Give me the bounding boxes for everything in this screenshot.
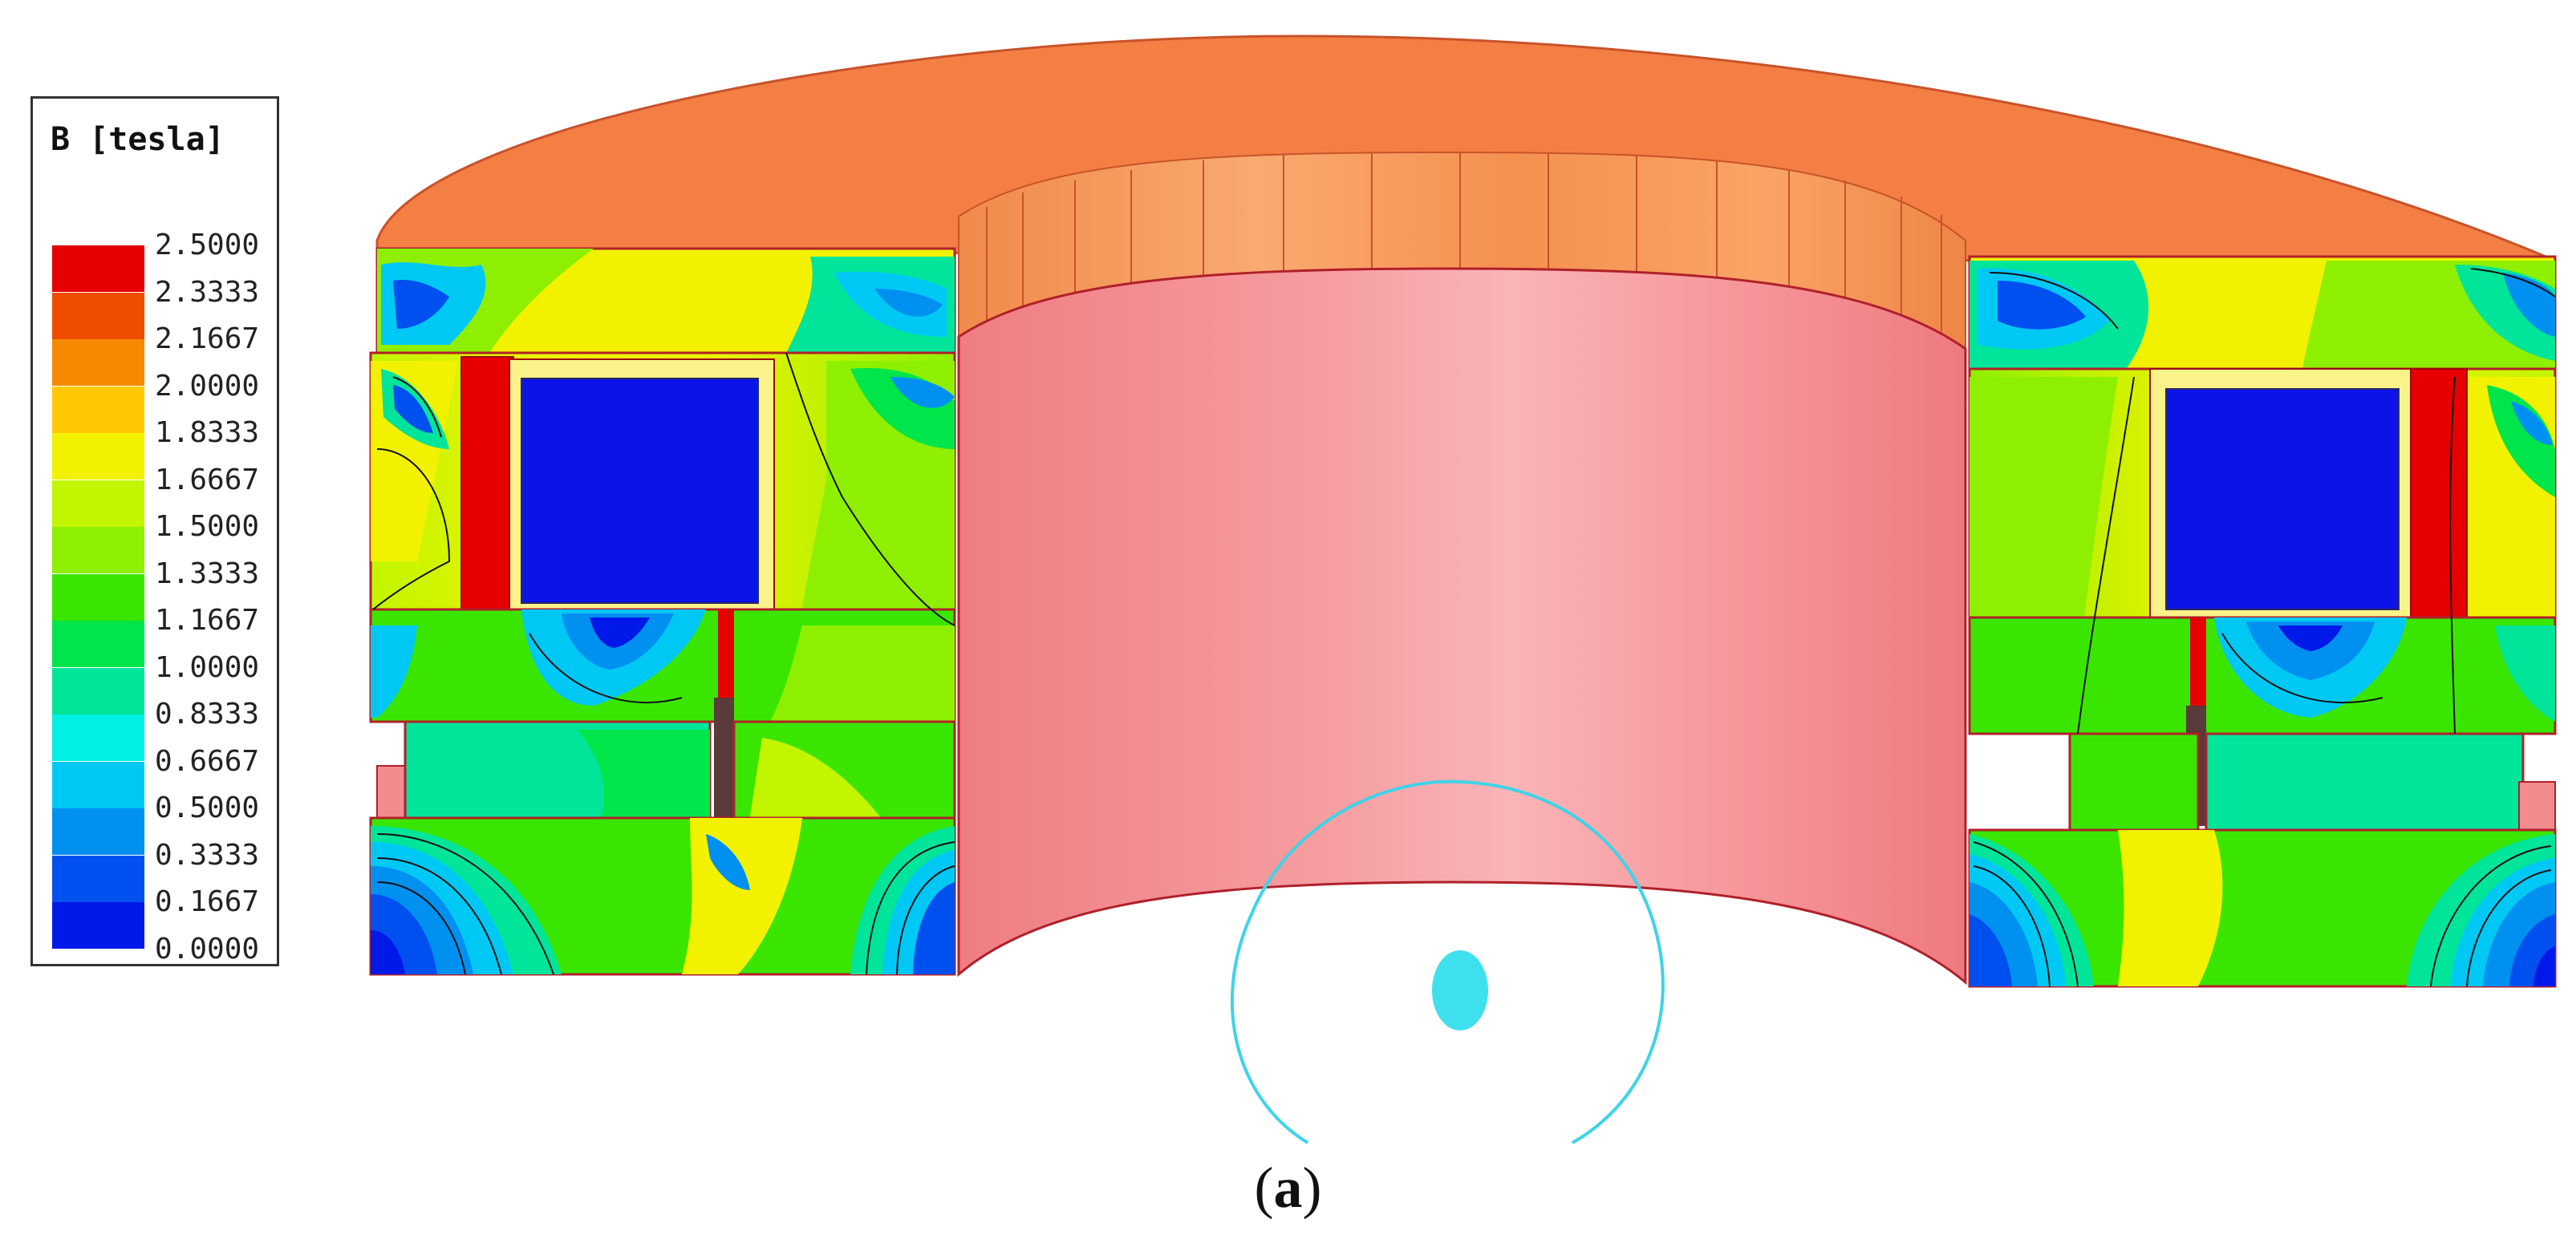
legend-swatch	[52, 573, 144, 621]
ring-segment-lines	[986, 152, 1942, 337]
legend-label: 1.1667	[155, 604, 260, 637]
legend-swatch	[52, 527, 144, 573]
legend-swatch	[52, 621, 144, 667]
legend-label: 1.8333	[155, 416, 260, 449]
legend-swatch	[52, 386, 144, 433]
legend-swatch	[52, 292, 144, 339]
caption-letter: a	[1273, 1156, 1303, 1220]
legend-swatch	[52, 339, 144, 386]
legend-label: 0.0000	[155, 932, 260, 966]
legend-label: 0.5000	[155, 791, 260, 824]
legend-swatch	[52, 245, 144, 292]
legend-label: 2.0000	[155, 369, 260, 403]
legend-swatch	[52, 855, 144, 902]
legend-label: 0.1667	[155, 885, 260, 918]
legend-label: 0.6667	[155, 744, 260, 778]
legend-swatch	[52, 808, 144, 855]
legend-swatch	[52, 761, 144, 808]
legend-label: 1.0000	[155, 650, 260, 684]
caption-close: )	[1302, 1156, 1322, 1220]
legend-swatch	[52, 480, 144, 527]
legend-label: 1.3333	[155, 557, 260, 590]
cyan-ring	[1230, 779, 1665, 1144]
legend-label: 2.5000	[155, 229, 260, 261]
legend-label: 2.3333	[155, 275, 260, 309]
right-cross-section	[1968, 255, 2557, 988]
legend-label: 0.8333	[155, 698, 260, 731]
legend: B [tesla] 2.5000 2.3333 2.1667 2.0000 1.8333…	[30, 96, 279, 966]
legend-swatch	[52, 433, 144, 480]
legend-swatch	[52, 902, 144, 949]
legend-label: 2.1667	[155, 322, 260, 355]
contour-lines	[372, 268, 2556, 987]
legend-swatch	[52, 667, 144, 715]
legend-label: 1.5000	[155, 510, 260, 543]
figure-caption: (a)	[0, 1155, 2576, 1221]
top-plate	[375, 34, 2557, 266]
left-cross-section	[369, 247, 956, 976]
legend-label: 0.3333	[155, 838, 260, 872]
legend-title: B [tesla]	[51, 121, 225, 158]
legend-swatch	[52, 715, 144, 761]
center-cylinder	[957, 267, 1967, 986]
caption-open: (	[1254, 1156, 1274, 1220]
legend-label: 1.6667	[155, 463, 260, 496]
cyan-dot	[1432, 950, 1488, 1030]
